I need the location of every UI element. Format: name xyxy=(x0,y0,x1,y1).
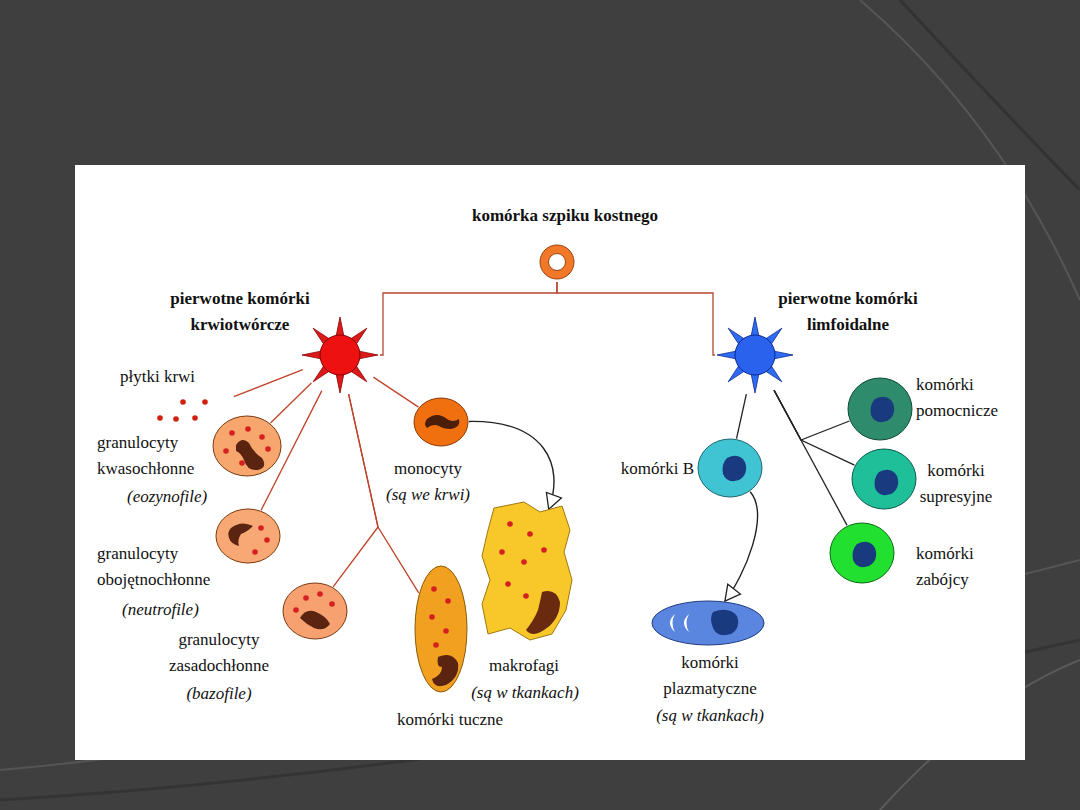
connector xyxy=(557,282,715,355)
arrow-head xyxy=(725,584,740,601)
b-cell: komórki B xyxy=(697,438,763,498)
cell-label: komórka szpiku kostnego xyxy=(420,203,710,229)
cell-shape xyxy=(829,522,895,584)
cell-shape xyxy=(651,600,765,646)
cell-label: (bazofile) xyxy=(160,681,278,707)
connector-line xyxy=(469,421,554,509)
cell-label: (są we krwi) xyxy=(368,482,488,508)
cell-shape xyxy=(413,397,469,447)
cell-label: komórki pomocnicze xyxy=(916,372,1020,424)
connector xyxy=(774,390,854,465)
connector xyxy=(469,421,561,509)
cell-shape xyxy=(851,448,917,510)
plasma-cell: komórki plazmatyczne(są w tkankach) xyxy=(651,600,765,646)
cell-shape xyxy=(414,565,468,693)
connector xyxy=(234,370,303,397)
connector xyxy=(774,390,849,440)
cell-shape xyxy=(215,508,281,564)
cell-shape xyxy=(480,500,572,642)
helper-cell: komórki pomocnicze xyxy=(847,377,913,441)
cell-label: (eozynofile) xyxy=(127,484,237,510)
cell-label: (neutrofile) xyxy=(122,597,232,623)
bone-marrow-cell: komórka szpiku kostnego xyxy=(537,242,577,282)
cell-shape xyxy=(537,242,577,282)
connector-line xyxy=(373,377,418,407)
connector xyxy=(725,492,758,601)
connector-line xyxy=(774,390,847,525)
cell-label: płytki krwi xyxy=(120,364,230,390)
mast-cell: komórki tuczne xyxy=(414,565,468,693)
connector-line xyxy=(725,492,758,601)
connector xyxy=(270,383,311,423)
cell-shape xyxy=(300,315,380,395)
lymphoid-stem-cell: pierwotne komórki limfoidalne xyxy=(715,315,795,395)
killer-cell: komórki zabójcy xyxy=(829,522,895,584)
cell-shape xyxy=(715,315,795,395)
cell-label: granulocyty zasadochłonne xyxy=(160,627,278,679)
cell-label: komórki supresyjne xyxy=(906,458,1006,510)
connector xyxy=(261,391,322,511)
suppressor-cell: komórki supresyjne xyxy=(851,448,917,510)
connector-line xyxy=(737,394,747,439)
cell-label: monocyty xyxy=(370,456,486,482)
connector-line xyxy=(774,390,849,440)
connector xyxy=(737,394,747,439)
cell-label: komórki B xyxy=(600,456,694,482)
cell-label: (są w tkankach) xyxy=(455,680,595,706)
cell-label: pierwotne komórki limfoidalne xyxy=(748,286,948,338)
connector-line xyxy=(557,282,715,355)
cell-label: makrofagi xyxy=(460,653,588,679)
cell-shape xyxy=(697,438,763,498)
connector xyxy=(774,390,847,525)
cell-shape xyxy=(282,582,348,640)
cell-label: komórki plazmatyczne xyxy=(642,650,778,702)
macrophage: makrofagi(są w tkankach) xyxy=(480,500,572,642)
connector-line xyxy=(380,282,557,355)
basophil: granulocyty zasadochłonne(bazofile) xyxy=(282,582,348,640)
cell-label: granulocyty obojętnochłonne xyxy=(97,541,215,593)
connector xyxy=(380,282,557,355)
cell-shape xyxy=(847,377,913,441)
cell-label: (są w tkankach) xyxy=(635,703,785,729)
connector xyxy=(373,377,418,407)
monocyte: monocyty(są we krwi) xyxy=(413,397,469,447)
hematopoietic-stem-cell: pierwotne komórki krwiotwórcze xyxy=(300,315,380,395)
eosinophil: granulocyty kwasochłonne(eozynofile) xyxy=(212,415,282,477)
connector-line xyxy=(774,390,854,465)
cell-shape xyxy=(212,415,282,477)
cell-label: pierwotne komórki krwiotwórcze xyxy=(140,286,340,338)
cell-label: komórki tuczne xyxy=(380,707,520,733)
connector-line xyxy=(261,391,322,511)
cell-label: granulocyty kwasochłonne xyxy=(97,430,209,482)
connector-line xyxy=(270,383,311,423)
cell-label: komórki zabójcy xyxy=(916,541,1002,593)
neutrophil: granulocyty obojętnochłonne(neutrofile) xyxy=(215,508,281,564)
connector-line xyxy=(234,370,303,397)
